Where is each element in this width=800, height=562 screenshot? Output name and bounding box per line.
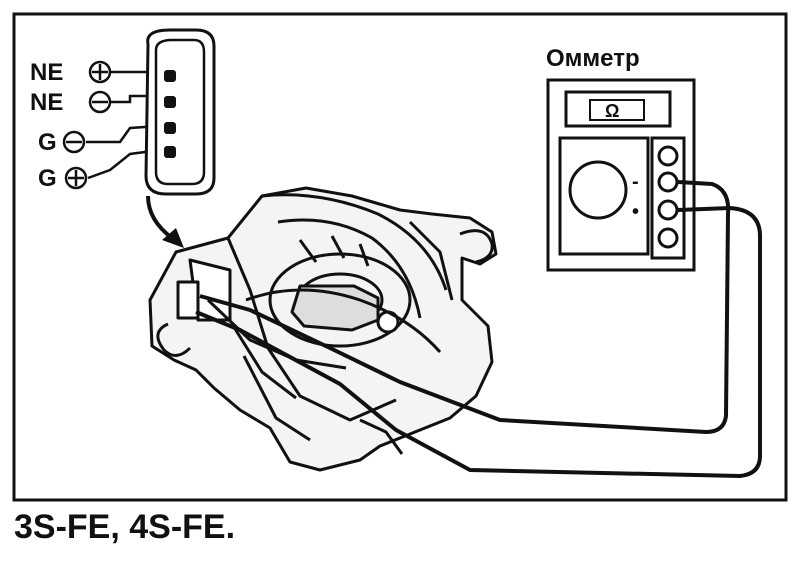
ohm-icon: Ω — [605, 101, 619, 121]
test-leads — [195, 180, 762, 478]
sensor-connector — [144, 28, 216, 196]
svg-text:NE: NE — [30, 89, 63, 116]
pin-label-g-plus: G — [38, 165, 88, 192]
minus-icon — [62, 130, 86, 154]
meter-terminal — [657, 199, 679, 221]
pin-label-ne-minus: NE — [30, 89, 112, 116]
svg-text:NE: NE — [30, 59, 63, 86]
distributor — [148, 186, 498, 472]
meter-terminal — [657, 227, 679, 249]
diagram-frame — [12, 12, 788, 502]
meter-title: Омметр — [546, 45, 640, 72]
meter-dial — [568, 160, 628, 220]
engine-caption: 3S-FE, 4S-FE. — [14, 508, 236, 546]
pointer-arrow — [146, 195, 184, 248]
pin-label-g-minus: G — [38, 129, 86, 156]
terminal-mark-minus: - — [632, 171, 639, 193]
svg-text:G: G — [38, 129, 57, 156]
terminal-mark-dot: • — [632, 201, 639, 223]
meter-terminal — [657, 171, 679, 193]
ohmmeter: Ω - • — [546, 78, 696, 272]
meter-terminal — [657, 145, 679, 167]
plus-icon — [64, 166, 88, 190]
pin-label-ne-plus: NE — [30, 59, 112, 86]
svg-text:G: G — [38, 165, 57, 192]
